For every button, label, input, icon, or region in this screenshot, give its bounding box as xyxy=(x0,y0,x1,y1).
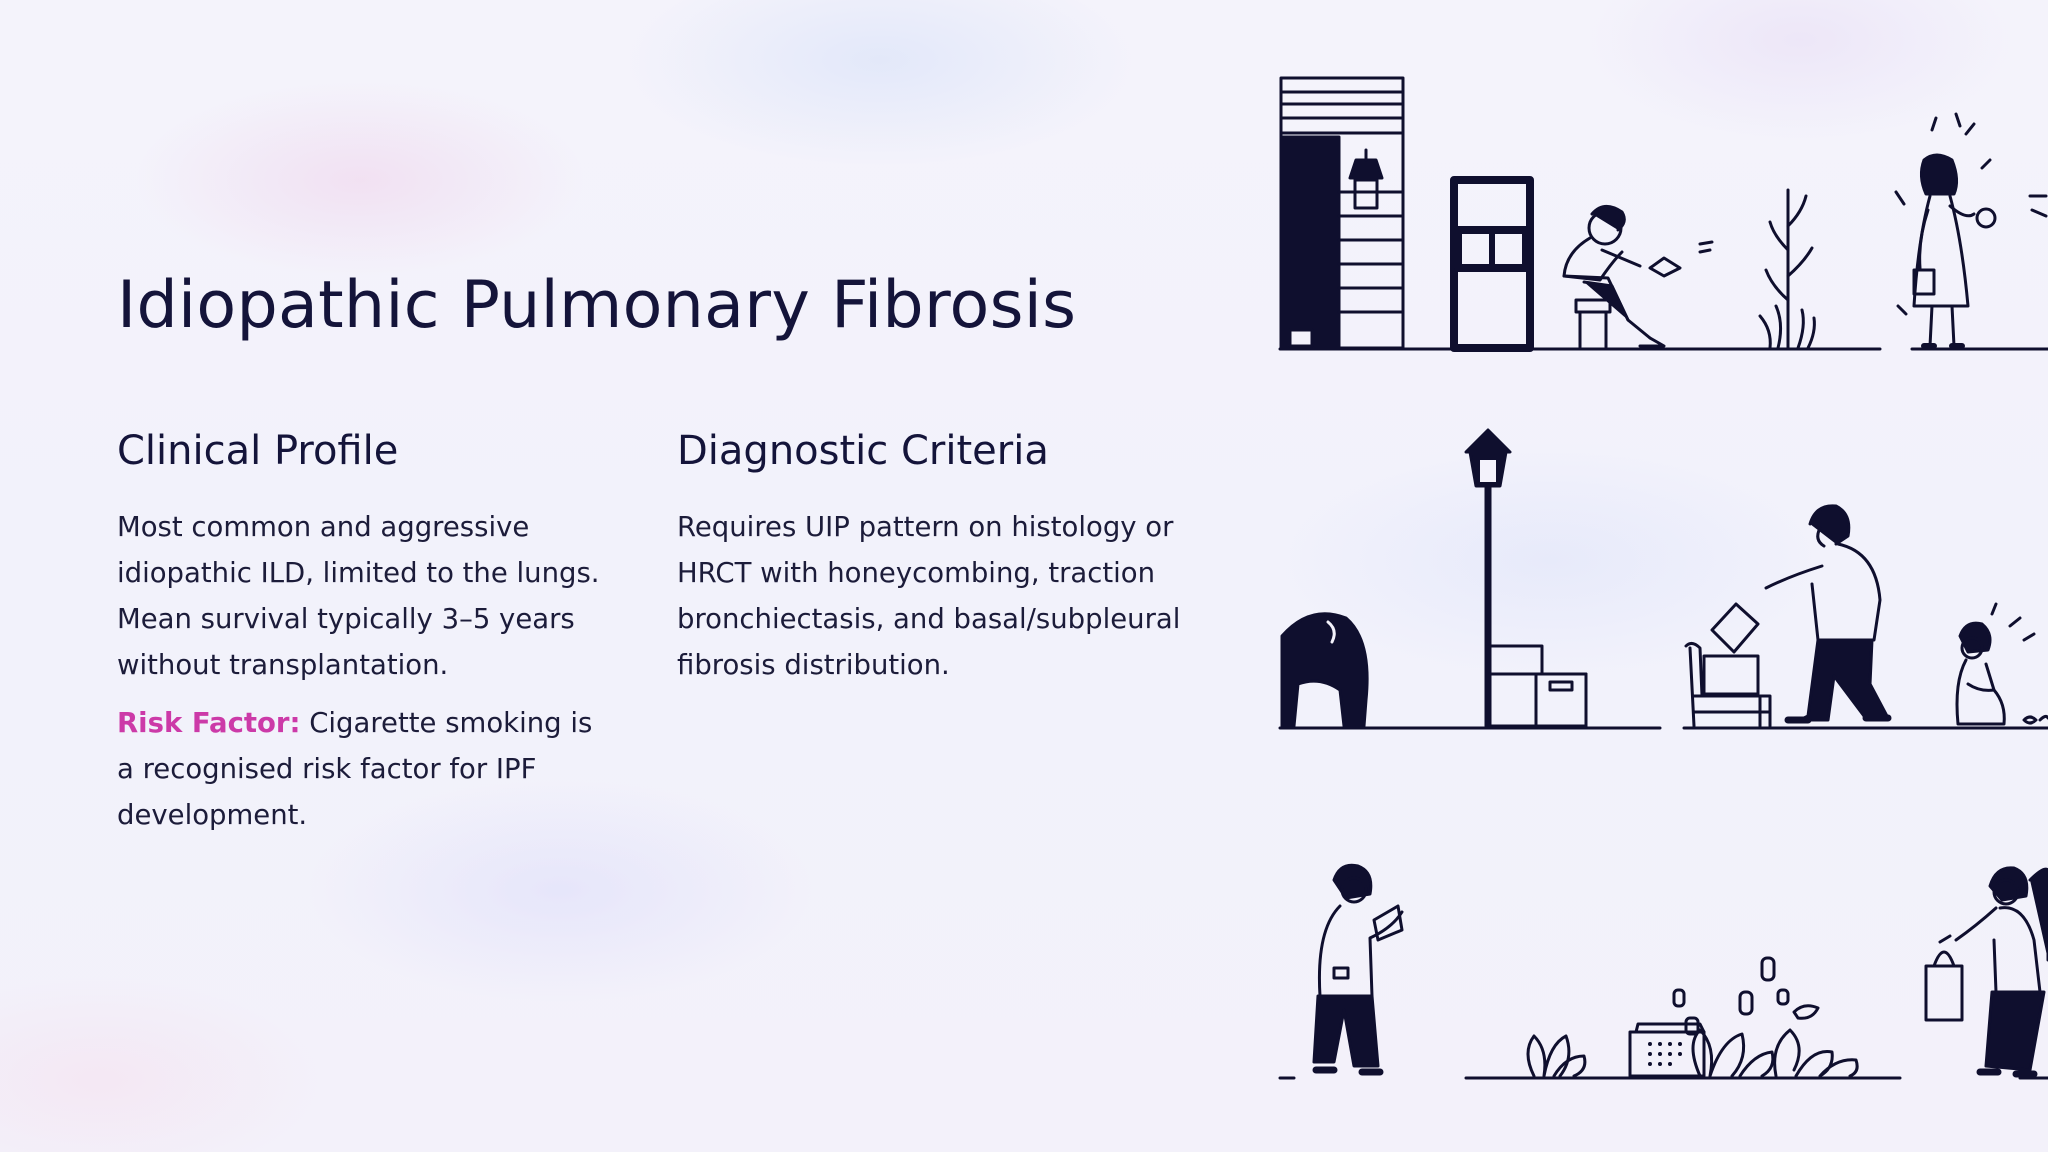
clinical-profile-heading: Clinical Profile xyxy=(117,428,399,474)
bent-figure-icon xyxy=(1280,612,1369,728)
sitting-child-icon xyxy=(1955,602,2048,726)
diagnostic-criteria-section: Diagnostic Criteria Requires UIP pattern… xyxy=(677,428,1197,688)
woman-figure-icon xyxy=(1894,112,2048,349)
risk-factor-label: Risk Factor: xyxy=(117,707,301,739)
box-icon xyxy=(1488,644,1588,728)
risk-factor-text: Cigarette smoking is a recognised risk f… xyxy=(117,707,593,831)
bushes-icon xyxy=(1526,1004,1859,1078)
street-scene-illustration xyxy=(1278,76,2048,1080)
shopper-figure-icon xyxy=(1924,866,2048,1078)
door-icon xyxy=(1450,176,1534,352)
lamp-icon xyxy=(1348,148,1384,210)
clinical-profile-section: Clinical Profile Most common and aggress… xyxy=(117,428,617,838)
mover-figure-icon xyxy=(1764,504,1892,724)
slide-title: Idiopathic Pulmonary Fibrosis xyxy=(117,268,1077,343)
risk-factor-paragraph: Risk Factor: Cigarette smoking is a reco… xyxy=(117,700,617,838)
standing-man-icon xyxy=(1312,863,1404,1076)
chair-icon xyxy=(1684,602,1772,728)
building-icon xyxy=(1279,76,1405,350)
street-lamp-icon xyxy=(1464,428,1512,730)
calendar-icon xyxy=(1628,956,1790,1078)
diagnostic-criteria-heading: Diagnostic Criteria xyxy=(677,428,1049,474)
clinical-profile-body: Most common and aggressive idiopathic IL… xyxy=(117,511,600,681)
plant-icon xyxy=(1758,188,1816,350)
seated-reader-icon xyxy=(1562,205,1714,349)
diagnostic-criteria-body: Requires UIP pattern on histology or HRC… xyxy=(677,511,1181,681)
